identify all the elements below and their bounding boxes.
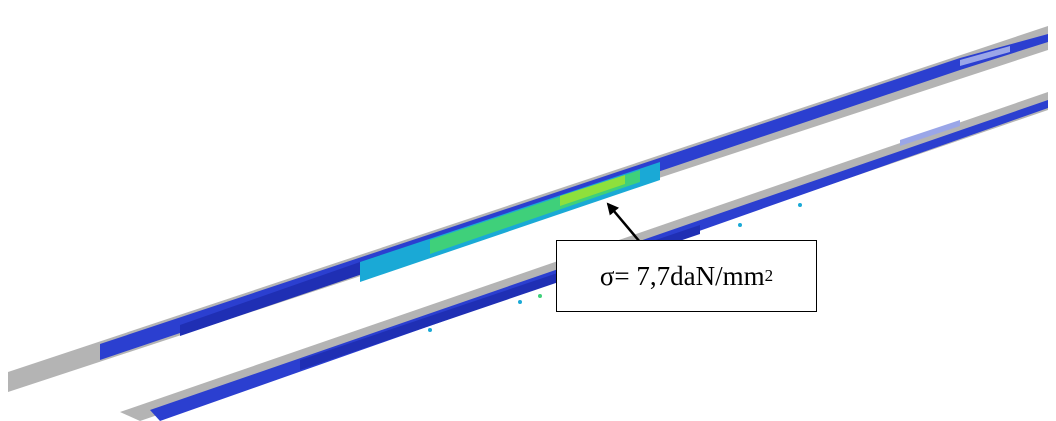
- lower-beam-spot: [428, 328, 432, 332]
- stress-annotation-text: σ= 7,7daN/mm: [599, 260, 765, 291]
- lower-beam-spot: [738, 223, 742, 227]
- lower-beam-spot: [798, 203, 802, 207]
- lower-beam-patch: [900, 120, 960, 146]
- upper-beam-stress-peak: [560, 175, 625, 206]
- lower-beam-spot: [518, 300, 522, 304]
- annotation-arrow: [606, 202, 641, 243]
- upper-beam: [8, 26, 1048, 392]
- upper-beam-patch: [960, 46, 1010, 66]
- lower-beam-spot: [538, 294, 542, 298]
- upper-beam-stress-low-dark: [180, 255, 380, 336]
